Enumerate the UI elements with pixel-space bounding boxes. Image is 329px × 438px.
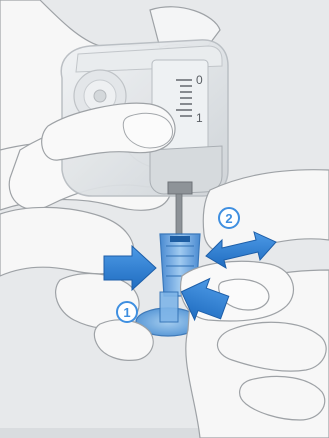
- scale-label-one: 1: [196, 111, 203, 125]
- device-needle-port: [168, 182, 192, 194]
- scale-label-zero: 0: [196, 73, 203, 87]
- step-2-label: 2: [225, 211, 232, 226]
- step-1-label: 1: [123, 305, 130, 320]
- step-badge-1: 1: [117, 302, 137, 322]
- needle-rod: [176, 194, 182, 238]
- needle-cap-top: [170, 236, 190, 242]
- step-badge-2: 2: [219, 208, 239, 228]
- needle-stem: [160, 292, 178, 322]
